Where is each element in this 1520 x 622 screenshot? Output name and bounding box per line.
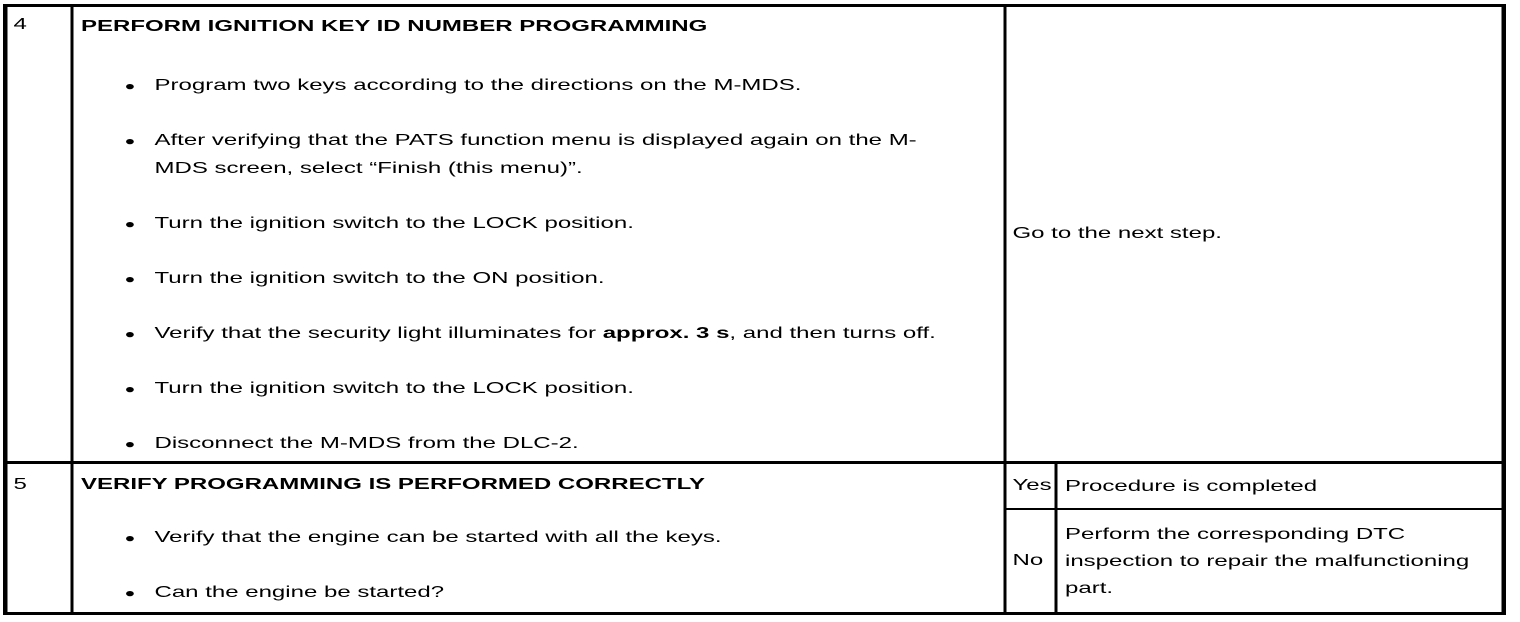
instruction-list: ● Verify that the engine can be started …: [81, 524, 1004, 607]
bullet-icon: ●: [124, 382, 136, 396]
step-title: PERFORM IGNITION KEY ID NUMBER PROGRAMMI…: [81, 18, 708, 35]
bullet-icon: ●: [124, 437, 136, 451]
result-cell: Procedure is completed: [1058, 464, 1502, 508]
instruction-text: Turn the ignition switch to the LOCK pos…: [154, 380, 634, 397]
list-item: ● Verify that the security light illumin…: [125, 320, 1004, 348]
list-item: ● Verify that the engine can be started …: [125, 524, 1004, 552]
bullet-icon: ●: [124, 531, 136, 545]
answer-label-cell: Yes: [1007, 464, 1058, 508]
answer-label: No: [1012, 552, 1044, 569]
bullet-icon: ●: [124, 272, 136, 286]
list-item: ● After verifying that the PATS function…: [125, 127, 1004, 183]
result-text: Procedure is completed: [1065, 477, 1318, 495]
step-description-cell: VERIFY PROGRAMMING IS PERFORMED CORRECTL…: [74, 464, 1007, 612]
answer-row-no: No Perform the corresponding DTC inspect…: [1007, 510, 1502, 612]
list-item: ● Disconnect the M-MDS from the DLC-2.: [125, 430, 1004, 458]
table-row-step-4: 4 PERFORM IGNITION KEY ID NUMBER PROGRAM…: [7, 7, 1502, 464]
bullet-icon: ●: [124, 134, 136, 148]
result-cell: Perform the corresponding DTC inspection…: [1058, 510, 1502, 612]
answer-label: Yes: [1012, 477, 1052, 494]
bullet-icon: ●: [124, 327, 136, 341]
list-item: ● Turn the ignition switch to the LOCK p…: [125, 210, 1004, 238]
diagnostic-procedure-table: 4 PERFORM IGNITION KEY ID NUMBER PROGRAM…: [3, 4, 1506, 615]
answer-row-yes: Yes Procedure is completed: [1006, 464, 1502, 510]
bullet-icon: ●: [124, 79, 136, 93]
bullet-icon: ●: [124, 217, 136, 231]
instruction-text: Turn the ignition switch to the ON posit…: [154, 270, 605, 287]
instruction-text: Verify that the security light illuminat…: [155, 320, 936, 348]
instruction-text: Disconnect the M-MDS from the DLC-2.: [154, 435, 579, 452]
step-number-cell: 4: [8, 7, 74, 461]
list-item: ● Program two keys according to the dire…: [125, 72, 1004, 100]
instruction-text: After verifying that the PATS function m…: [154, 132, 917, 177]
instruction-text: Turn the ignition switch to the LOCK pos…: [154, 215, 634, 232]
instruction-text: Can the engine be started?: [154, 584, 445, 601]
step-number: 5: [13, 476, 27, 493]
step-title: VERIFY PROGRAMMING IS PERFORMED CORRECTL…: [81, 476, 706, 493]
instruction-text: Program two keys according to the direct…: [154, 77, 802, 94]
result-text: Perform the corresponding DTC inspection…: [1065, 525, 1470, 597]
step-number-cell: 5: [8, 464, 74, 612]
step-description-cell: PERFORM IGNITION KEY ID NUMBER PROGRAMMI…: [74, 7, 1007, 461]
list-item: ● Turn the ignition switch to the ON pos…: [125, 265, 1004, 293]
bullet-icon: ●: [124, 586, 136, 600]
instruction-text-bold: approx. 3 s: [602, 325, 730, 342]
action-cell: Go to the next step.: [1007, 7, 1502, 461]
instruction-list: ● Program two keys according to the dire…: [81, 72, 1004, 458]
instruction-text-segment: Verify that the security light illuminat…: [154, 325, 603, 342]
action-text: Go to the next step.: [1012, 225, 1222, 242]
table-row-step-5: 5 VERIFY PROGRAMMING IS PERFORMED CORREC…: [8, 464, 1502, 612]
action-cell-split: Yes Procedure is completed No Perform th…: [1006, 464, 1502, 612]
step-number: 4: [13, 16, 27, 33]
answer-label-cell: No: [1007, 510, 1058, 612]
instruction-text: Verify that the engine can be started wi…: [154, 529, 722, 546]
instruction-text-segment: , and then turns off.: [729, 325, 936, 342]
list-item: ● Turn the ignition switch to the LOCK p…: [125, 375, 1004, 403]
list-item: ● Can the engine be started?: [125, 579, 1004, 607]
